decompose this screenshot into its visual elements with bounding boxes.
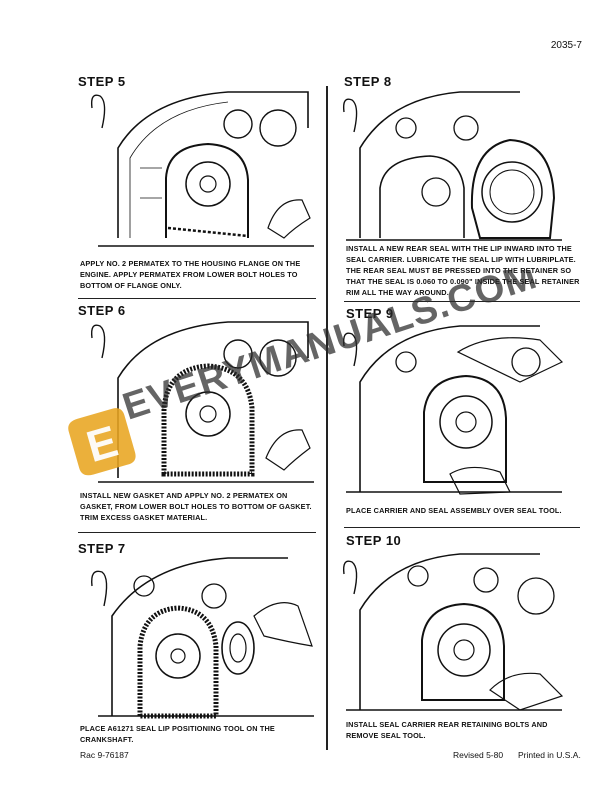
step-5-illustration xyxy=(90,91,314,247)
step-10-title: STEP 10 xyxy=(346,533,402,548)
watermark-logo-icon xyxy=(68,408,136,476)
step-9-title: STEP 9 xyxy=(346,306,394,321)
footer-document-number: Rac 9-76187 xyxy=(80,750,129,760)
step-9-illustration xyxy=(342,325,564,495)
watermark: E EVERYMANUALS.COM xyxy=(68,270,542,476)
step-divider xyxy=(78,532,316,533)
footer-revised: Revised 5-80 xyxy=(453,750,504,760)
page-number: 2035-7 xyxy=(550,40,582,51)
step-10-illustration xyxy=(342,553,564,711)
step-divider xyxy=(344,527,580,528)
step-9-caption: PLACE CARRIER AND SEAL ASSEMBLY OVER SEA… xyxy=(346,506,562,515)
step-10-caption: INSTALL SEAL CARRIER REAR RETAINING BOLT… xyxy=(346,720,548,740)
footer-printed: Printed in U.S.A. xyxy=(518,750,581,760)
column-divider xyxy=(326,86,328,750)
step-divider xyxy=(78,298,316,299)
step-divider xyxy=(344,301,580,302)
step-6-title: STEP 6 xyxy=(78,303,126,318)
step-7-illustration xyxy=(91,557,314,719)
step-5-title: STEP 5 xyxy=(78,74,126,89)
step-6-illustration xyxy=(90,321,314,483)
step-8-illustration xyxy=(342,91,562,241)
step-7-caption: PLACE A61271 SEAL LIP POSITIONING TOOL O… xyxy=(80,724,275,744)
step-5-caption: APPLY NO. 2 PERMATEX TO THE HOUSING FLAN… xyxy=(80,259,301,290)
watermark-text: EVERYMANUALS.COM xyxy=(118,270,542,429)
step-8-title: STEP 8 xyxy=(344,74,392,89)
step-7-title: STEP 7 xyxy=(78,541,126,556)
step-8-caption: INSTALL A NEW REAR SEAL WITH THE LIP INW… xyxy=(346,244,580,297)
step-6-caption: INSTALL NEW GASKET AND APPLY NO. 2 PERMA… xyxy=(80,491,312,522)
